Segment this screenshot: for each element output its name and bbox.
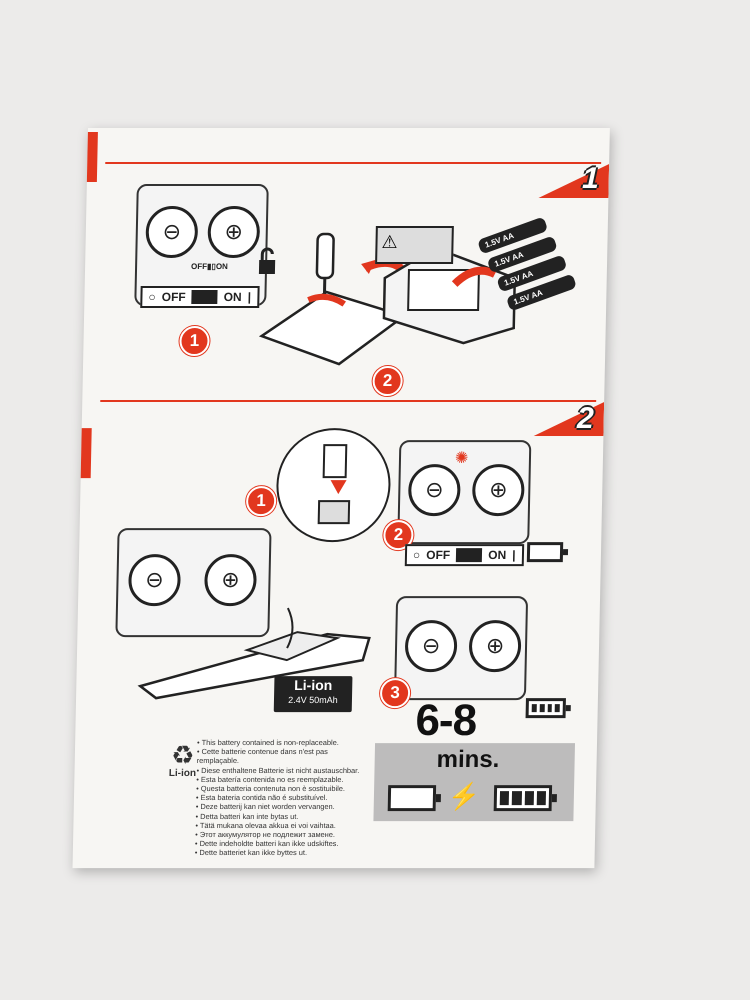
switch-on-label: ON (488, 548, 507, 563)
side-tab-top (86, 132, 98, 183)
notice-line: Deze batterij kan niet worden vervangen. (196, 803, 366, 812)
li-ion-title: Li-ion (294, 677, 333, 694)
li-ion-spec: 2.4V 50mAh (288, 695, 338, 706)
notice-line: Этот аккумулятор не подлежит замене. (195, 830, 365, 839)
power-switch-on: ○ OFF ON | (404, 544, 524, 567)
notice-line: Diese enthaltene Batterie ist nicht aust… (196, 766, 366, 775)
notice-line: Tätä mukana olevaa akkua ei voi vaihtaa. (195, 821, 365, 830)
remote-charged: ⊖ ⊕ (393, 596, 529, 701)
battery-full-icon (525, 698, 566, 719)
switch-off-label: OFF (426, 548, 451, 563)
switch-on-label: ON (223, 290, 242, 305)
notice-line: This battery contained is non-replaceabl… (197, 738, 367, 747)
side-tab-middle (80, 428, 92, 479)
section-2-number: 2 (576, 402, 595, 436)
power-switch: ○ OFF ON | (140, 286, 260, 309)
battery-full-icon (493, 785, 553, 812)
switch-off-label: OFF (161, 290, 186, 305)
battery-notice: This battery contained is non-replaceabl… (195, 738, 367, 858)
arrow-down-icon (330, 480, 347, 495)
notice-line: Cette batterie contenue dans n'est pas r… (197, 747, 367, 765)
callout-3: 1 (245, 486, 277, 517)
aa-batteries: 1.5V AA 1.5V AA 1.5V AA 1.5V AA (476, 216, 578, 312)
notice-line: Esta bateria contida não é substituível. (196, 793, 366, 802)
callout-5: 3 (379, 678, 411, 709)
right-joystick-icon: ⊕ (207, 206, 261, 259)
notice-line: Questa batteria contenuta non è sostitui… (196, 784, 366, 793)
connector-zoom (275, 428, 392, 543)
section-1-rule (105, 162, 602, 165)
notice-line: Dette batteriet kan ikke byttes ut. (195, 849, 365, 858)
right-joystick-icon: ⊕ (468, 620, 522, 673)
switch-knob (191, 290, 218, 305)
section-1-number: 1 (581, 162, 600, 196)
line-icon: | (512, 548, 516, 563)
left-joystick-icon: ⊖ (404, 620, 458, 673)
left-joystick-icon: ⊖ (407, 464, 461, 517)
notice-line: Esta batería contenida no es reemplazabl… (196, 775, 366, 784)
plug-icon (322, 444, 348, 479)
unlock-icon (258, 247, 276, 275)
line-icon: | (247, 290, 252, 305)
charge-time-range: 6-8 (415, 696, 477, 746)
notice-line: Detta batteri kan inte bytas ut. (195, 812, 365, 821)
section-2-rule (100, 400, 597, 403)
battery-empty-icon (526, 542, 564, 563)
light-burst-icon: ✺ (454, 450, 469, 468)
left-joystick-icon: ⊖ (145, 206, 199, 259)
right-joystick-icon: ⊕ (471, 464, 525, 517)
callout-1: 1 (179, 326, 210, 357)
warning-label: ⚠ (375, 226, 454, 265)
circle-icon: ○ (148, 290, 156, 305)
instruction-sheet: 1 ⊖ ⊕ OFF▮▯ON ○ OFF ON | 1 2 (72, 128, 610, 869)
warning-icon: ⚠ (381, 232, 398, 253)
battery-empty-icon (387, 785, 437, 812)
boat-illustration (137, 607, 371, 700)
callout-2: 2 (372, 366, 403, 397)
notice-line: Dette indeholdte batteri kan ikke udskif… (195, 839, 365, 848)
charge-time-unit: mins. (436, 746, 500, 774)
switch-knob (456, 548, 483, 563)
circle-icon: ○ (412, 548, 421, 563)
remote-switch-mini: OFF▮▯ON (190, 262, 228, 272)
li-ion-label: Li-ion 2.4V 50mAh (273, 676, 353, 713)
remote-light-on: ⊖ ⊕ ✺ (397, 440, 532, 545)
charging-bolt-icon: ⚡ (447, 781, 481, 812)
socket-icon (317, 500, 351, 525)
